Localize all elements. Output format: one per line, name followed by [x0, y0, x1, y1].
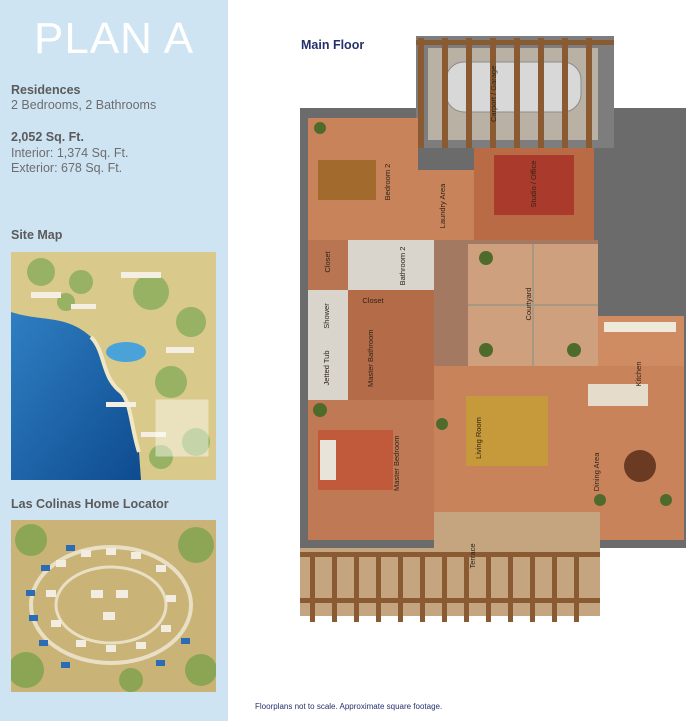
disclaimer: Floorplans not to scale. Approximate squ… [255, 702, 443, 711]
room-label-living-room: Living Room [474, 417, 483, 459]
residences-detail: 2 Bedrooms, 2 Bathrooms [11, 98, 157, 112]
room-label-bedroom-2: Bedroom 2 [383, 163, 392, 201]
main-content: Main Floor [228, 0, 690, 721]
sidebar: PLAN A Residences 2 Bedrooms, 2 Bathroom… [0, 0, 228, 721]
room-label-studio: Studio / Office [529, 160, 538, 208]
home-locator-image [11, 520, 216, 692]
floor-title: Main Floor [301, 38, 365, 52]
site-map-image [11, 252, 216, 480]
room-label-closet-2: Closet [362, 296, 384, 305]
room-label-shower: Shower [322, 303, 331, 329]
residences-heading: Residences [11, 83, 81, 97]
room-label-kitchen: Kitchen [634, 361, 643, 387]
room-label-master-bathroom: Master Bathroom [366, 329, 375, 387]
room-label-terrace: Terrace [468, 543, 477, 569]
locator-heading: Las Colinas Home Locator [11, 497, 169, 511]
room-label-laundry: Laundry Area [438, 183, 447, 229]
plan-title: PLAN A [34, 14, 195, 63]
site-map-heading: Site Map [11, 228, 63, 242]
room-label-master-bedroom: Master Bedroom [392, 435, 401, 491]
room-label-dining: Dining Area [592, 452, 601, 492]
floor-plan-drawing [300, 36, 686, 622]
room-label-jetted-tub: Jetted Tub [322, 350, 331, 386]
interior-sqft: Interior: 1,374 Sq. Ft. [11, 146, 129, 160]
room-label-courtyard: Courtyard [524, 287, 533, 321]
room-label-closet-1: Closet [323, 251, 332, 273]
room-label-bathroom-2: Bathroom 2 [398, 246, 407, 286]
exterior-sqft: Exterior: 678 Sq. Ft. [11, 161, 123, 175]
sqft-heading: 2,052 Sq. Ft. [11, 130, 84, 144]
room-label-carport: Carport / Garage [489, 65, 498, 122]
floor-plan [300, 36, 686, 622]
